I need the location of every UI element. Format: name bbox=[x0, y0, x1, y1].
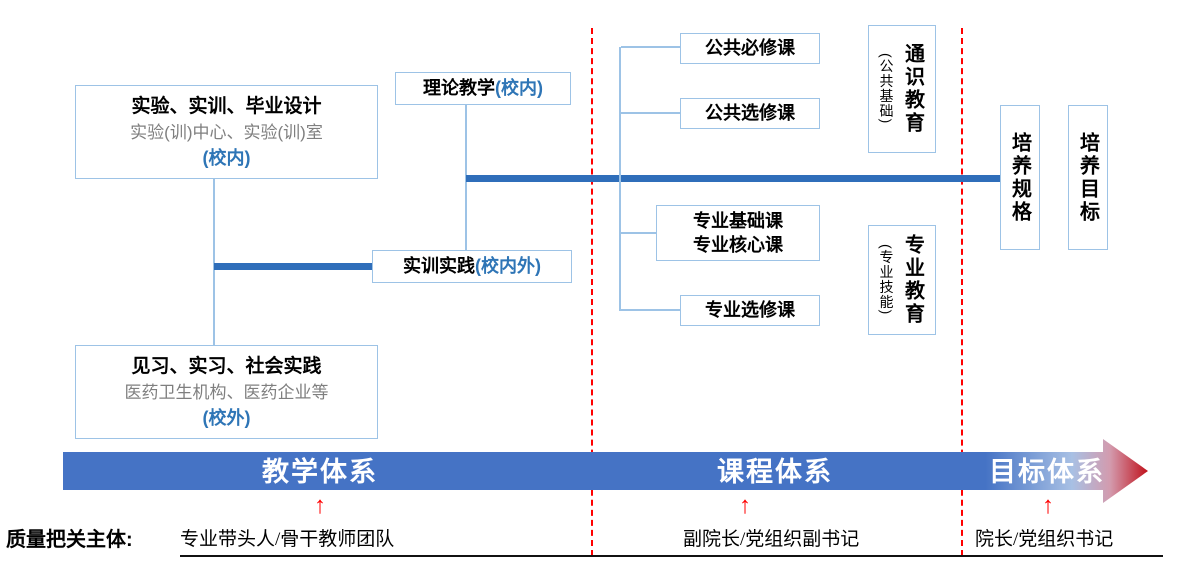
major-basic-core-course-box: 专业基础课 专业核心课 bbox=[656, 205, 820, 261]
general-education-box: (公共基础) 通识教育 bbox=[868, 25, 936, 153]
internship-box-subtitle: 医药卫生机构、医药企业等 bbox=[124, 382, 329, 402]
branch-public-elective-line bbox=[621, 112, 680, 114]
public-required-course-box: 公共必修课 bbox=[680, 33, 820, 64]
general-education-side-label: (公共基础) bbox=[878, 53, 895, 125]
system-arrow-band bbox=[63, 439, 1148, 503]
up-arrow-icon: ↑ bbox=[739, 492, 751, 519]
general-education-label: 通识教育 bbox=[901, 43, 924, 135]
public-elective-course-label: 公共选修课 bbox=[705, 103, 795, 124]
connector-to-training-box bbox=[214, 263, 372, 270]
branch-major-basic-core-line bbox=[621, 232, 656, 234]
section-divider-right-dashed-line bbox=[961, 28, 963, 556]
internship-box-title: 见习、实习、社会实践 bbox=[131, 355, 322, 377]
footer-underline bbox=[180, 555, 1163, 557]
experiment-box-location-tag: (校内) bbox=[202, 147, 251, 168]
band-target-system-label: 目标体系 bbox=[989, 457, 1105, 487]
band-teaching-system-label: 教学体系 bbox=[262, 457, 378, 487]
training-goal-label: 培养目标 bbox=[1076, 131, 1099, 224]
teaching-system-owner: 专业带头人/骨干教师团队 bbox=[180, 529, 395, 550]
major-core-course-label: 专业核心课 bbox=[693, 235, 783, 255]
major-education-box: (专业技能) 专业教育 bbox=[868, 225, 936, 335]
training-goal-box: 培养目标 bbox=[1068, 105, 1108, 250]
training-practice-box: 实训实践 (校内外) bbox=[372, 250, 572, 283]
branch-public-required-line bbox=[621, 46, 680, 48]
main-flow-line bbox=[466, 175, 1000, 182]
course-trunk-line bbox=[619, 47, 621, 311]
target-system-owner: 院长/党组织书记 bbox=[975, 529, 1114, 550]
training-practice-location-tag: (校内外) bbox=[475, 255, 541, 276]
theory-teaching-label: 理论教学 bbox=[423, 78, 495, 99]
experiment-box-subtitle: 实验(训)中心、实验(训)室 bbox=[130, 122, 323, 142]
internship-box-location-tag: (校外) bbox=[202, 407, 251, 428]
major-elective-course-label: 专业选修课 bbox=[705, 300, 795, 321]
band-curriculum-system-label: 课程体系 bbox=[717, 457, 833, 487]
up-arrow-icon: ↑ bbox=[314, 492, 326, 519]
major-education-label: 专业教育 bbox=[901, 234, 924, 326]
training-specification-label: 培养规格 bbox=[1008, 131, 1031, 224]
public-required-course-label: 公共必修课 bbox=[705, 38, 795, 59]
public-elective-course-box: 公共选修课 bbox=[680, 98, 820, 129]
major-education-side-label: (专业技能) bbox=[878, 244, 895, 316]
theory-teaching-location-tag: (校内) bbox=[495, 77, 543, 98]
branch-major-elective-line bbox=[621, 309, 680, 311]
quality-gatekeeper-label: 质量把关主体: bbox=[6, 529, 133, 551]
major-basic-course-label: 专业基础课 bbox=[693, 210, 783, 231]
training-specification-box: 培养规格 bbox=[1000, 105, 1040, 250]
theory-teaching-box: 理论教学 (校内) bbox=[395, 72, 571, 105]
connector-experiment-to-internship bbox=[213, 179, 215, 345]
curriculum-system-owner: 副院长/党组织副书记 bbox=[683, 529, 860, 550]
up-arrow-icon: ↑ bbox=[1042, 492, 1054, 519]
major-elective-course-box: 专业选修课 bbox=[680, 295, 820, 326]
section-divider-left-dashed-line bbox=[591, 28, 593, 556]
internship-box: 见习、实习、社会实践 医药卫生机构、医药企业等 (校外) bbox=[75, 345, 378, 439]
experiment-box-title: 实验、实训、毕业设计 bbox=[131, 95, 322, 117]
training-practice-label: 实训实践 bbox=[403, 256, 475, 277]
experiment-box: 实验、实训、毕业设计 实验(训)中心、实验(训)室 (校内) bbox=[75, 85, 378, 179]
